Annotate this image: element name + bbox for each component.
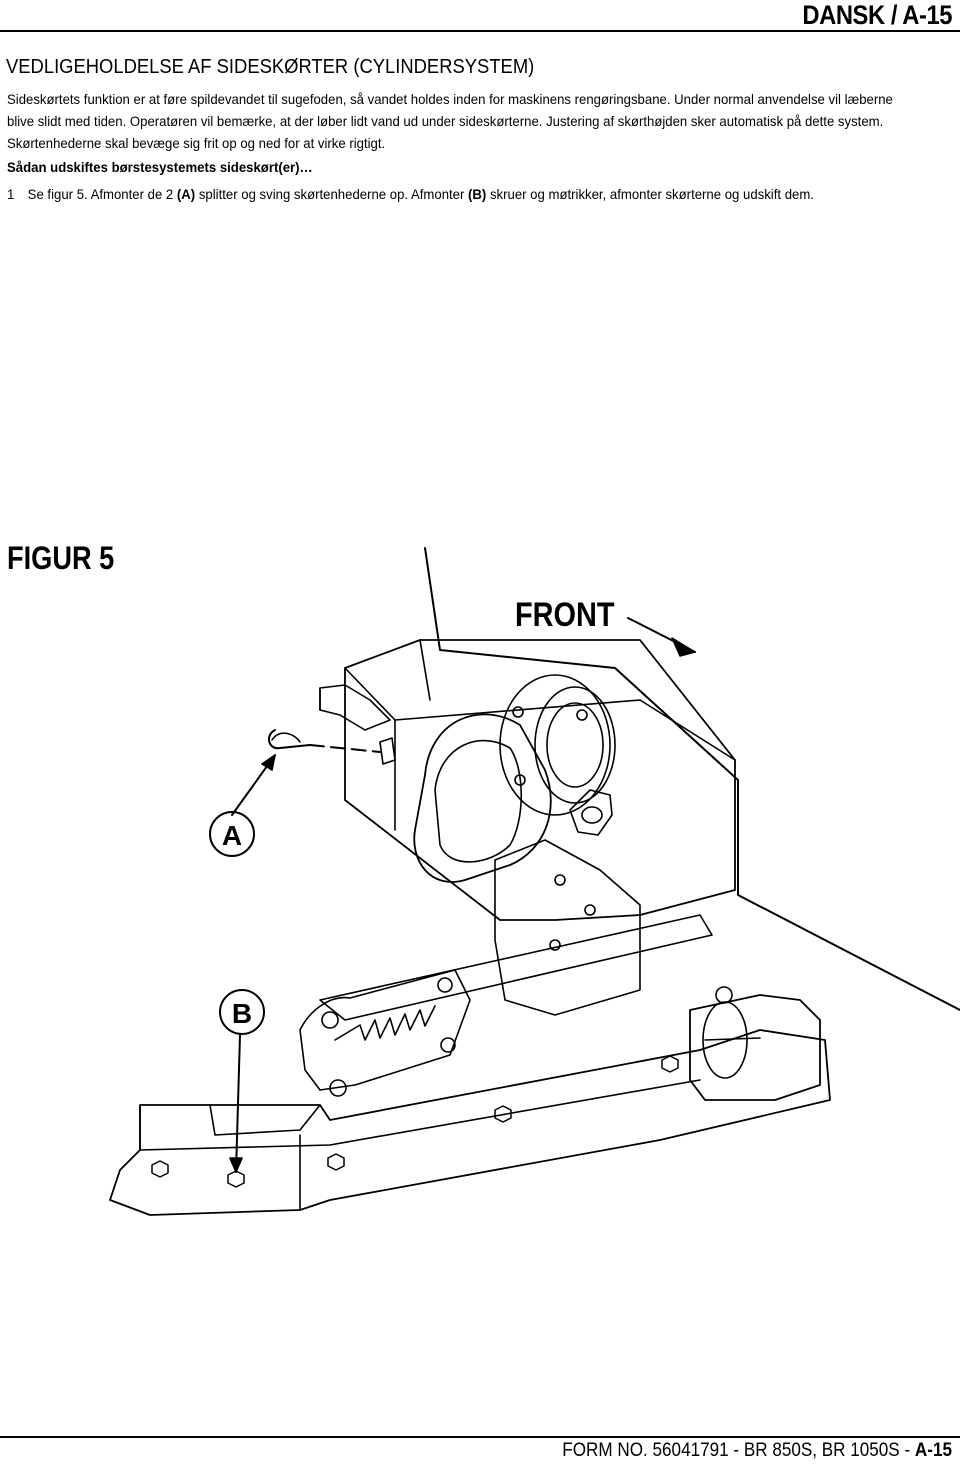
step-text: splitter og sving skørtenhederne op. Afm… xyxy=(195,186,469,202)
body-line: Sideskørtets funktion er at føre spildev… xyxy=(7,91,893,107)
footer-rule xyxy=(0,1436,960,1438)
procedure-step: 1 Se figur 5. Afmonter de 2 (A) splitter … xyxy=(7,183,938,205)
header-rule xyxy=(0,30,960,32)
section-body: Sideskørtets funktion er at føre spildev… xyxy=(7,88,938,205)
footer-form-number: FORM NO. 56041791 - BR 850S, BR 1050S - xyxy=(562,1440,915,1461)
body-line: Skørtenhederne skal bevæge sig frit op o… xyxy=(7,135,386,151)
page-footer: FORM NO. 56041791 - BR 850S, BR 1050S - … xyxy=(562,1440,952,1462)
body-line: blive slidt med tiden. Operatøren vil be… xyxy=(7,113,884,129)
front-label: FRONT xyxy=(515,596,615,634)
step-number: 1 xyxy=(7,186,15,202)
step-text: Se figur 5. Afmonter de 2 xyxy=(27,186,177,202)
side-skirt-illustration: A B xyxy=(109,547,960,1216)
footer-page-number: A-15 xyxy=(914,1440,952,1461)
callout-a-label: A xyxy=(222,820,242,851)
step-text: skruer og møtrikker, afmonter skørterne … xyxy=(486,186,814,202)
section-title: VEDLIGEHOLDELSE AF SIDESKØRTER (CYLINDER… xyxy=(6,56,535,78)
figure-title: FIGUR 5 xyxy=(7,540,115,576)
procedure-subheading: Sådan udskiftes børstesystemets sideskør… xyxy=(7,159,313,175)
step-ref-b: (B) xyxy=(468,186,487,202)
callout-b-label: B xyxy=(232,998,252,1029)
step-ref-a: (A) xyxy=(176,186,196,202)
page-header-label: DANSK / A-15 xyxy=(802,0,952,30)
